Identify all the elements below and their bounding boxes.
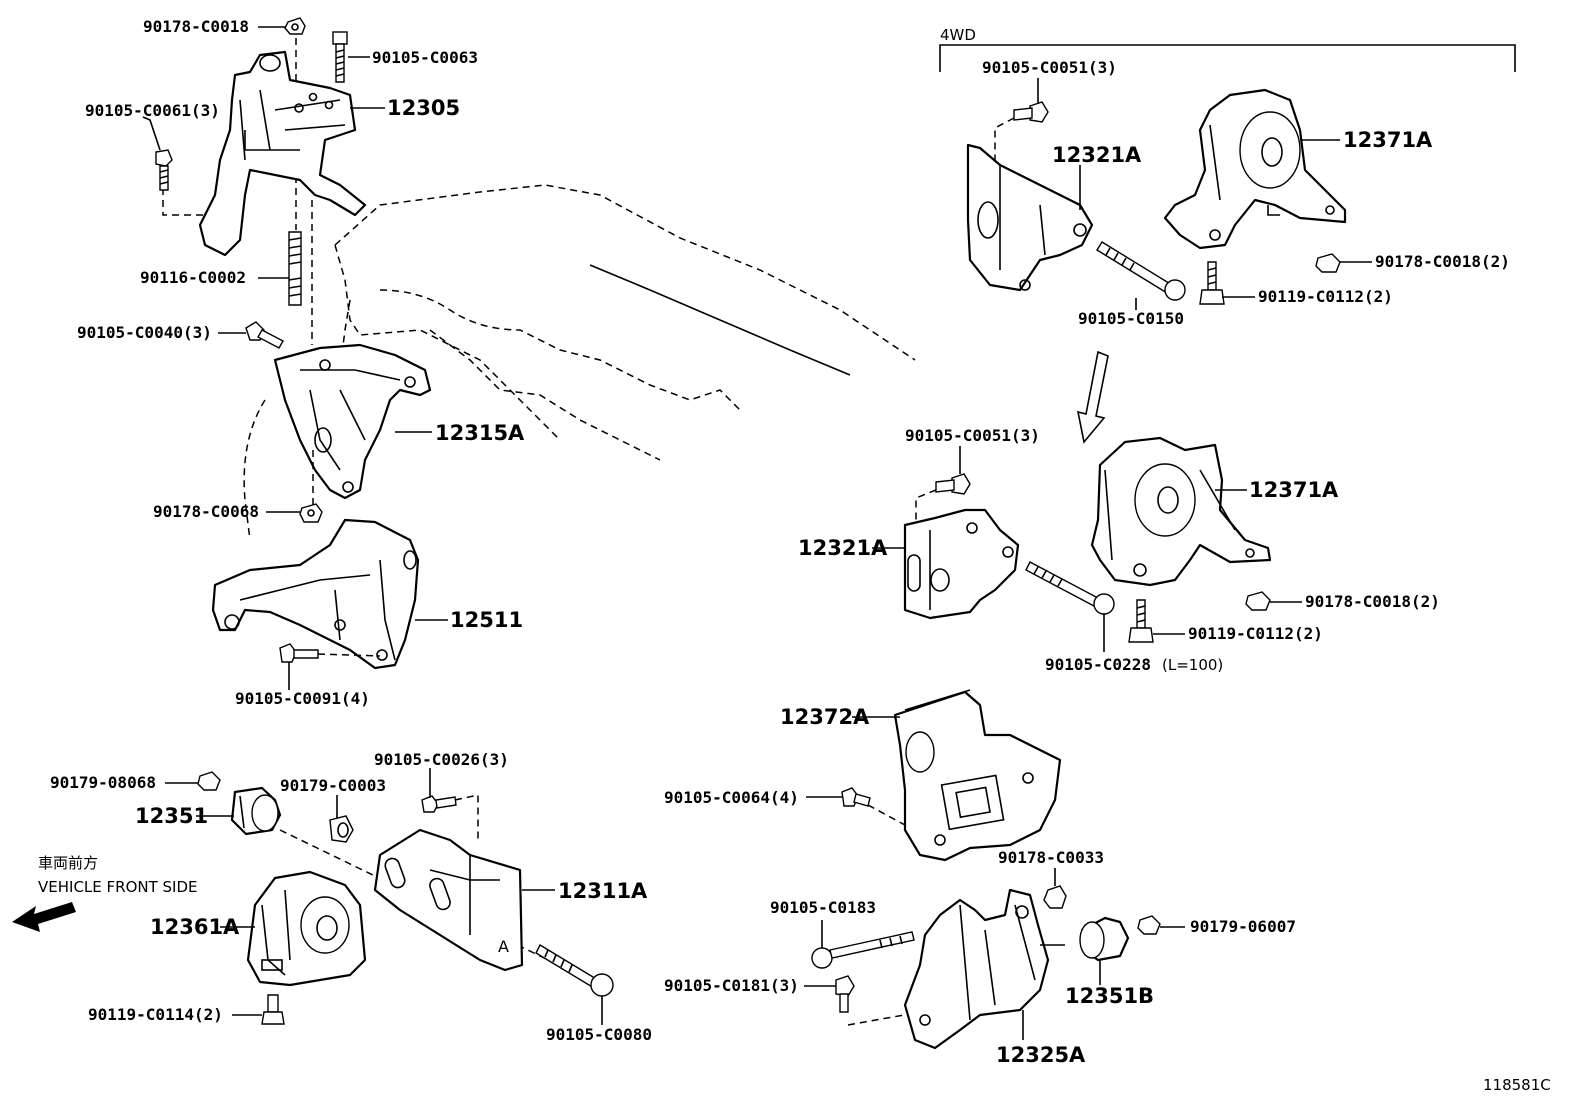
label-90105-C0026: 90105-C0026(3) — [374, 750, 509, 769]
bushing-12351 — [230, 786, 282, 836]
label-90105-C0228: 90105-C0228 — [1045, 655, 1151, 674]
vehicle-front-arrow-icon — [12, 902, 76, 932]
bracket-12321A-b — [903, 508, 1020, 620]
label-90105-C0051-b: 90105-C0051(3) — [905, 426, 1040, 445]
nut-90179-06007 — [1137, 915, 1161, 935]
label-90105-C0181: 90105-C0181(3) — [664, 976, 799, 995]
bolt-90105-C0051-b — [915, 473, 971, 520]
bracket-12315A — [273, 343, 432, 500]
label-12311A: 12311A — [558, 879, 648, 903]
label-12372A: 12372A — [780, 705, 870, 729]
label-90178-C0033: 90178-C0033 — [998, 848, 1104, 867]
bracket-12511 — [211, 518, 420, 670]
bolt-90105-C0064 — [841, 787, 906, 826]
label-90178-C0018-a: 90178-C0018(2) — [1375, 252, 1510, 271]
bolt-90105-C0080 — [535, 944, 614, 997]
nut-90179-08068 — [197, 771, 221, 791]
leader-lines — [142, 26, 1372, 1040]
engine-mount-insulator-12305 — [162, 38, 367, 257]
label-90105-C0061: 90105-C0061(3) — [85, 101, 220, 120]
bracket-12311A: A — [373, 828, 524, 972]
label-12305: 12305 — [387, 96, 460, 120]
bolt-90105-C0061 — [155, 149, 173, 191]
label-12351B: 12351B — [1065, 984, 1154, 1008]
label-90105-C0051-a: 90105-C0051(3) — [982, 58, 1117, 77]
bolt-90105-C0063 — [332, 31, 348, 83]
mark-a-label: A — [498, 937, 509, 956]
label-90105-C0150: 90105-C0150 — [1078, 309, 1184, 328]
label-90105-C0040: 90105-C0040(3) — [77, 323, 212, 342]
bolt-90105-C0026 — [421, 794, 479, 840]
mount-12372A — [893, 689, 1062, 862]
bolt-90105-C0150 — [1096, 241, 1186, 301]
mount-12371A-b — [1090, 436, 1272, 587]
label-vehicle-front-jp: 車両前方 — [38, 854, 98, 872]
bolt-90119-C0112-b — [1128, 599, 1154, 643]
bolt-90105-C0181 — [835, 975, 961, 1026]
label-4wd: 4WD — [940, 26, 976, 44]
label-12371A-b: 12371A — [1249, 478, 1339, 502]
label-90178-C0018-b: 90178-C0018(2) — [1305, 592, 1440, 611]
label-12315A: 12315A — [435, 421, 525, 445]
label-12361A: 12361A — [150, 915, 240, 939]
label-90116-C0002: 90116-C0002 — [140, 268, 246, 287]
label-90105-C0080: 90105-C0080 — [546, 1025, 652, 1044]
label-12351: 12351 — [135, 804, 208, 828]
bolt-90105-C0051-a — [994, 101, 1049, 160]
nut-90178-C0018-top — [284, 17, 306, 35]
bolt-90105-C0228 — [1025, 561, 1115, 615]
down-arrow-icon — [1076, 350, 1109, 444]
collar-90179-C0003 — [329, 815, 354, 843]
nut-90178-C0018-a — [1315, 253, 1341, 273]
bolt-90105-C0040 — [245, 321, 284, 349]
bolt-90119-C0112-a — [1199, 261, 1225, 305]
label-12321A-a: 12321A — [1052, 143, 1142, 167]
label-90105-C0063: 90105-C0063 — [372, 48, 478, 67]
label-90178-C0068: 90178-C0068 — [153, 502, 259, 521]
label-90179-C0003: 90179-C0003 — [280, 776, 386, 795]
label-length-100: (L=100) — [1162, 656, 1223, 674]
nut-90178-C0068 — [299, 503, 323, 523]
mount-12371A-a — [1163, 88, 1347, 250]
insulator-12361A — [246, 870, 367, 987]
bracket-12325A — [903, 888, 1065, 1050]
label-figure-code: 118581C — [1483, 1076, 1551, 1094]
label-12371A-a: 12371A — [1343, 128, 1433, 152]
bolt-90105-C0091 — [279, 643, 381, 663]
bushing-12351B — [1079, 916, 1130, 962]
4wd-bracket-line — [939, 44, 1516, 72]
nut-90178-C0033 — [1043, 885, 1067, 909]
label-90179-08068: 90179-08068 — [50, 773, 156, 792]
label-90105-C0091: 90105-C0091(4) — [235, 689, 370, 708]
bolt-90119-C0114 — [261, 994, 285, 1025]
label-12325A: 12325A — [996, 1043, 1086, 1067]
engine-outline — [243, 184, 916, 541]
label-90119-C0112-b: 90119-C0112(2) — [1188, 624, 1323, 643]
label-90105-C0183: 90105-C0183 — [770, 898, 876, 917]
label-12511: 12511 — [450, 608, 523, 632]
bolt-90105-C0183 — [811, 931, 915, 969]
bracket-12321A-a — [966, 143, 1094, 292]
label-90178-C0018-top: 90178-C0018 — [143, 17, 249, 36]
label-90179-06007: 90179-06007 — [1190, 917, 1296, 936]
part-labels: 90178-C0018 90105-C0063 90105-C0061(3) 1… — [38, 17, 1551, 1094]
label-12321A-b: 12321A — [798, 536, 888, 560]
nut-90178-C0018-b — [1245, 591, 1271, 611]
label-90105-C0064: 90105-C0064(4) — [664, 788, 799, 807]
label-vehicle-front-en: VEHICLE FRONT SIDE — [38, 878, 198, 896]
label-90119-C0112-a: 90119-C0112(2) — [1258, 287, 1393, 306]
label-90119-C0114: 90119-C0114(2) — [88, 1005, 223, 1024]
stud-90116-C0002 — [288, 231, 302, 306]
